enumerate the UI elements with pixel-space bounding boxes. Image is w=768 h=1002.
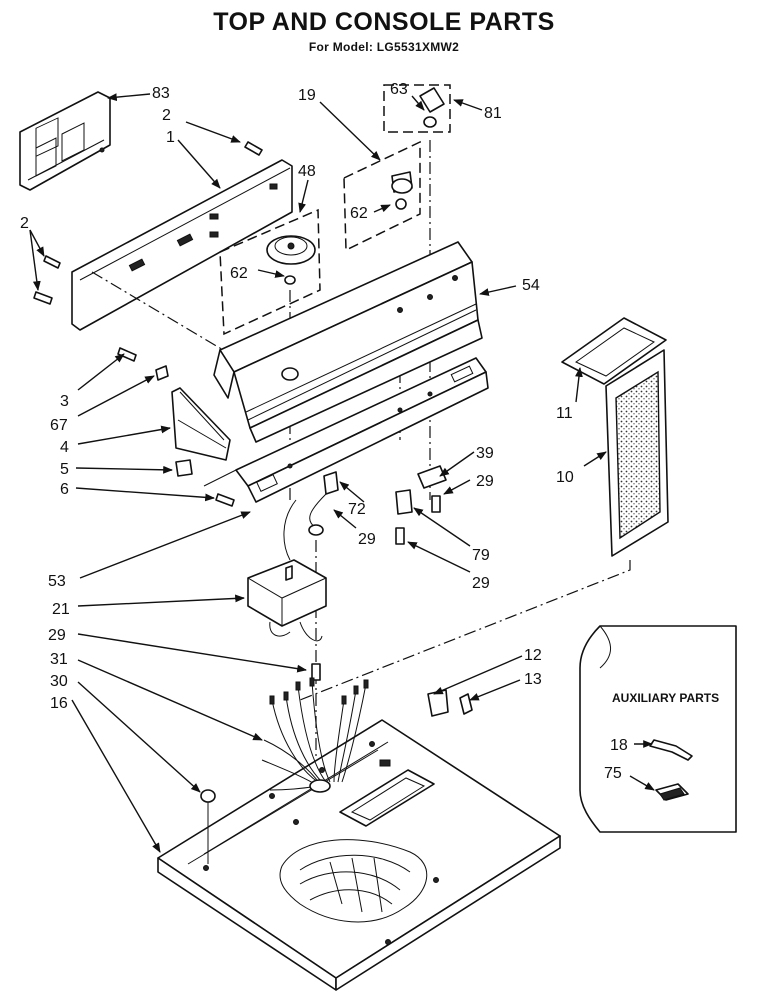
clip-12 [427, 689, 449, 717]
callout-12: 12 [524, 647, 542, 664]
clip-5 [175, 459, 193, 477]
callout-labels: 83 2 1 2 19 48 63 81 62 62 54 3 67 4 5 6… [20, 81, 719, 782]
leader-lines [29, 93, 607, 853]
top-panel-16 [157, 719, 561, 991]
lint-screen-10 [605, 349, 669, 557]
callout-29-c: 29 [472, 575, 490, 592]
alignment-line [299, 560, 631, 701]
page-title: TOP AND CONSOLE PARTS [213, 8, 555, 36]
console-rear-bracket [19, 91, 111, 191]
callout-2-left: 2 [20, 215, 29, 232]
switch-79 [395, 489, 413, 515]
model-subtitle: For Model: LG5531XMW2 [308, 40, 460, 54]
callout-75: 75 [604, 765, 622, 782]
screw-29-right [431, 495, 441, 513]
callout-4: 4 [60, 439, 69, 456]
callout-67: 67 [50, 417, 68, 434]
control-panel-54 [213, 241, 483, 443]
callout-29-b: 29 [358, 531, 376, 548]
screw-2-upper [244, 141, 263, 156]
callout-62-left: 62 [230, 265, 248, 282]
timer-21 [247, 499, 327, 642]
callout-6: 6 [60, 481, 69, 498]
callout-30: 30 [50, 673, 68, 690]
callout-83: 83 [152, 85, 170, 102]
callout-18: 18 [610, 737, 628, 754]
clip-75 [655, 783, 689, 801]
screw-2-left-a [43, 255, 61, 269]
knob-assembly-81 [383, 84, 451, 133]
callout-13: 13 [524, 671, 542, 688]
callout-3: 3 [60, 393, 69, 410]
callout-54: 54 [522, 277, 540, 294]
callout-16: 16 [50, 695, 68, 712]
callout-31: 31 [50, 651, 68, 668]
screw-13 [459, 693, 473, 715]
auxiliary-parts-title: AUXILIARY PARTS [612, 691, 719, 705]
callout-79: 79 [472, 547, 490, 564]
bracket-tab [203, 469, 237, 487]
callout-19: 19 [298, 87, 316, 104]
switch-assembly-19 [343, 140, 421, 252]
screw-6 [215, 493, 235, 507]
callout-81: 81 [484, 105, 502, 122]
callout-48: 48 [298, 163, 316, 180]
callout-72: 72 [348, 501, 366, 518]
callout-62-right: 62 [350, 205, 368, 222]
knob-assembly-48 [219, 208, 321, 336]
screw-29-timer [311, 663, 321, 681]
alignment-line [91, 271, 241, 361]
callout-1: 1 [166, 129, 175, 146]
clip-67 [155, 365, 169, 381]
callout-39: 39 [476, 445, 494, 462]
wiring-harness-bundle [279, 839, 428, 923]
wire-clamp-72 [309, 471, 339, 529]
callout-2-top: 2 [162, 107, 171, 124]
grommet-30 [200, 789, 216, 864]
screw-29-lower [395, 527, 405, 545]
callout-5: 5 [60, 461, 69, 478]
callout-10: 10 [556, 469, 574, 486]
screw-3 [117, 347, 137, 362]
screw-2-left-b [33, 291, 53, 305]
callout-53: 53 [48, 573, 66, 590]
auxiliary-parts-box [579, 625, 737, 833]
screw-29-center [308, 524, 324, 536]
callout-29-a: 29 [476, 473, 494, 490]
callout-29-d: 29 [48, 627, 66, 644]
console-base-53 [235, 357, 489, 503]
lint-screen-cover-11 [561, 317, 667, 385]
callout-63: 63 [390, 81, 408, 98]
console-end-bracket-4 [171, 387, 231, 461]
callout-11: 11 [556, 405, 573, 422]
console-rear-panel [71, 159, 293, 331]
bracket-39 [417, 465, 447, 489]
callout-21: 21 [52, 601, 70, 618]
wiring-harness-31 [261, 677, 369, 793]
